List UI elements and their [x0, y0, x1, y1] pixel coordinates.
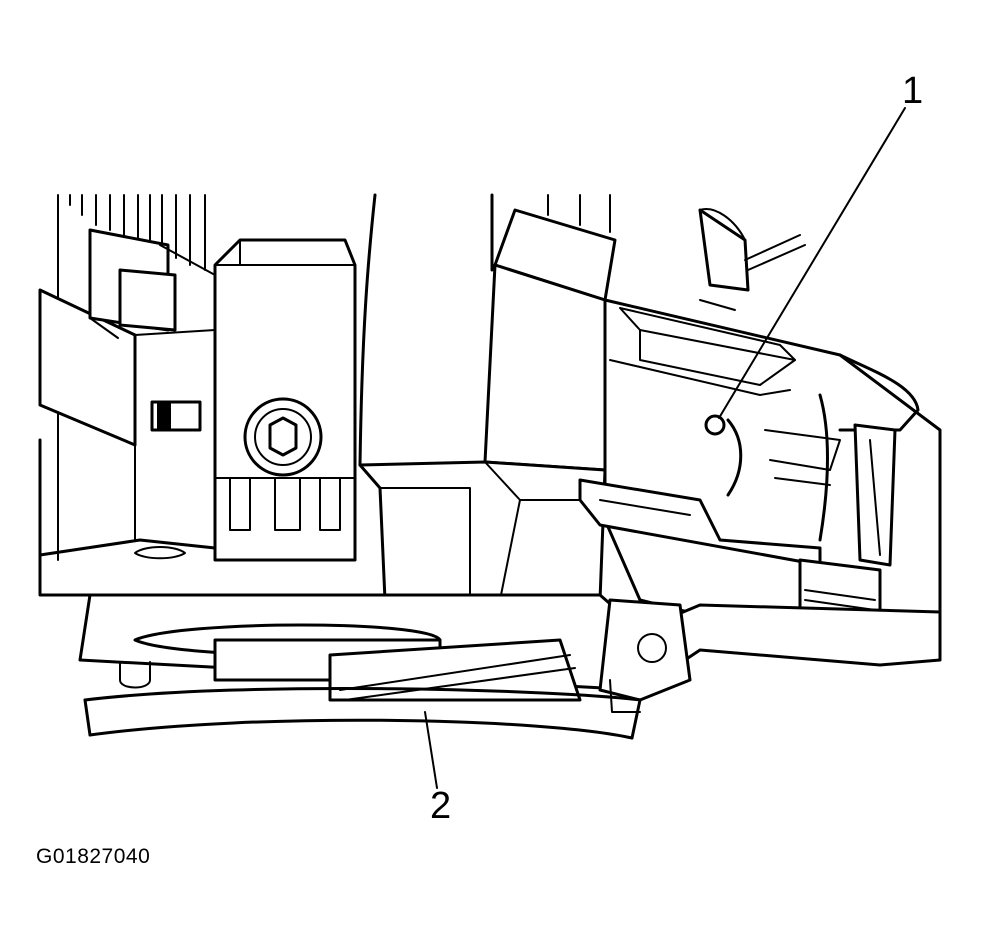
ignition-lock-cylinder [578, 208, 942, 662]
leader-lines [424, 107, 906, 789]
figure-id: G01827040 [36, 845, 150, 868]
lock-cylinder-housing [358, 208, 617, 602]
lock-release-hole [704, 414, 726, 436]
callout-1-label: 1 [902, 70, 923, 112]
leader-line-2 [424, 711, 438, 789]
lock-cable-ring [83, 679, 642, 740]
hex-bolt [243, 397, 323, 477]
left-housing [38, 194, 217, 597]
leader-line-1 [718, 107, 906, 419]
lower-plate [78, 593, 942, 702]
upper-column [358, 193, 611, 467]
center-bracket [213, 238, 357, 562]
callout-2-label: 2 [430, 785, 451, 827]
